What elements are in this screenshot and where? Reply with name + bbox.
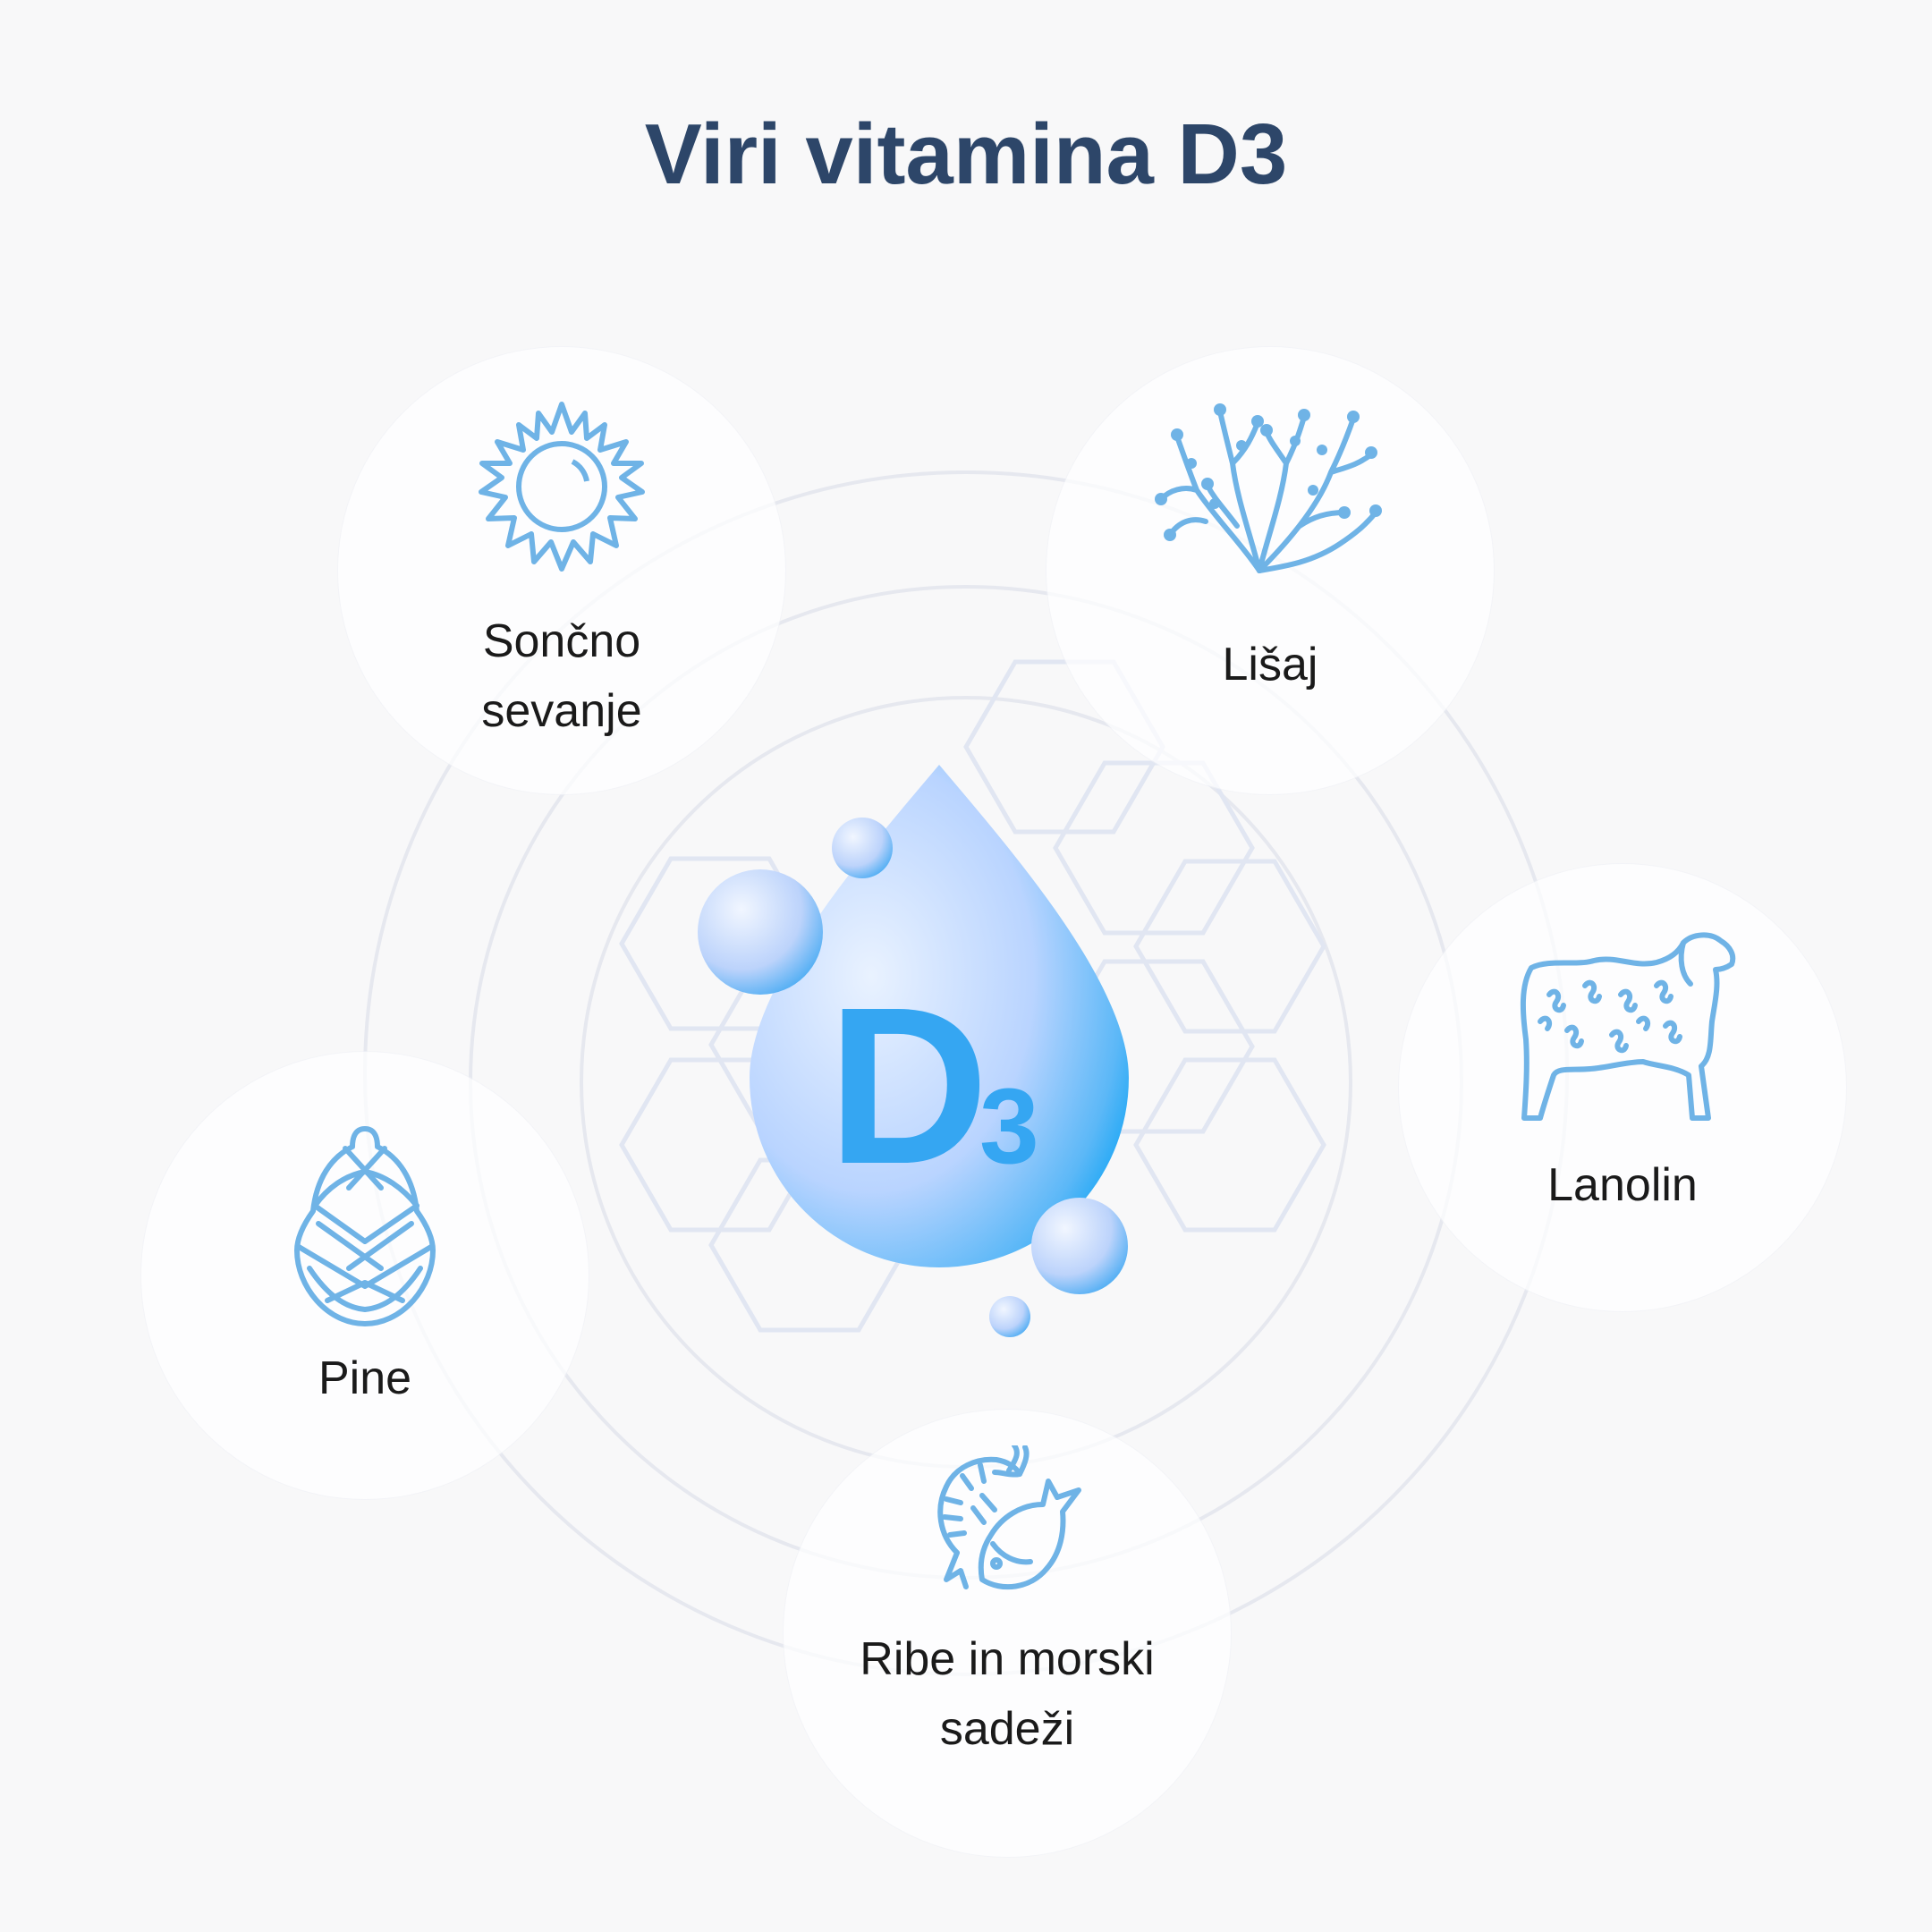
sun-icon bbox=[479, 402, 645, 572]
page-title: Viri vitamina D3 bbox=[644, 106, 1288, 202]
source-label: Ribe in morski sadeži bbox=[860, 1633, 1155, 1755]
sheep-icon bbox=[1520, 932, 1736, 1121]
d3-main-letter: D bbox=[827, 961, 989, 1210]
pine-cone-icon bbox=[294, 1126, 436, 1326]
bubble bbox=[989, 1296, 1030, 1337]
source-pine: Pine bbox=[141, 1052, 589, 1499]
source-lichen: Lišaj bbox=[1046, 347, 1494, 794]
fish-shrimp-icon bbox=[937, 1445, 1081, 1590]
source-lanolin: Lanolin bbox=[1399, 864, 1846, 1311]
bubble bbox=[832, 818, 893, 878]
source-sun: Sončno sevanje bbox=[338, 347, 785, 794]
source-seafood: Ribe in morski sadeži bbox=[784, 1410, 1231, 1857]
lichen-icon bbox=[1155, 403, 1382, 573]
bubble bbox=[1031, 1198, 1128, 1294]
drop-shape bbox=[750, 765, 1129, 1267]
d3-subscript: 3 bbox=[979, 1066, 1039, 1186]
source-label: Pine bbox=[318, 1352, 412, 1404]
source-label: Sončno sevanje bbox=[481, 615, 642, 737]
source-label: Lanolin bbox=[1547, 1159, 1698, 1211]
bubble bbox=[698, 869, 823, 995]
source-label: Lišaj bbox=[1222, 639, 1318, 691]
